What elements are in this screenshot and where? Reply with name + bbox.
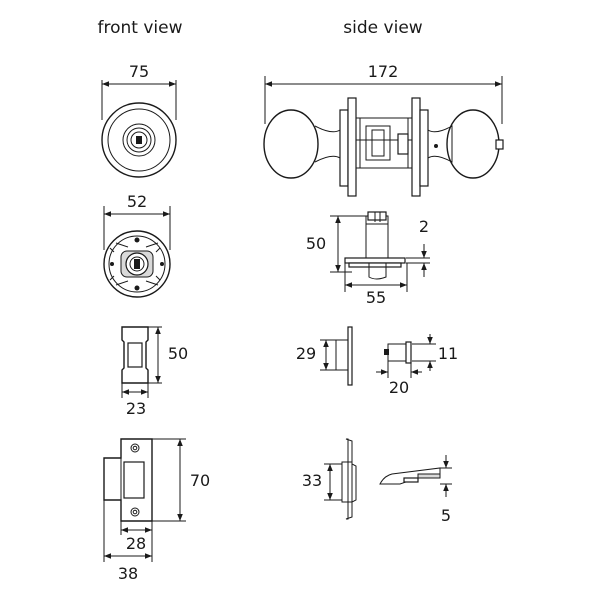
knob-side-view: 172 bbox=[263, 62, 504, 197]
latch-bolt-detail: 11 20 bbox=[376, 334, 458, 397]
latch-backset-label: 55 bbox=[366, 288, 386, 307]
latch-side-view: 50 2 55 bbox=[306, 211, 430, 307]
knob-front-width-label: 75 bbox=[129, 62, 149, 81]
strike-inner-width-label: 28 bbox=[126, 534, 146, 553]
strike-side-height-label: 33 bbox=[302, 471, 322, 490]
faceplate-width-label: 23 bbox=[126, 399, 146, 418]
front-view-heading: front view bbox=[98, 18, 183, 38]
latch-height-label: 50 bbox=[306, 234, 326, 253]
faceplate-side-height-label: 29 bbox=[296, 344, 316, 363]
side-view-heading: side view bbox=[343, 18, 422, 38]
knob-front-view: 75 bbox=[101, 62, 177, 178]
strike-lip-label: 5 bbox=[441, 506, 451, 525]
latch-bolt-depth-label: 11 bbox=[438, 344, 458, 363]
knob-side-length-label: 172 bbox=[368, 62, 399, 81]
strike-outer-width-label: 38 bbox=[118, 564, 138, 583]
faceplate-front-view: 50 23 bbox=[121, 326, 188, 418]
faceplate-height-label: 50 bbox=[168, 344, 188, 363]
strike-plate-front-view: 70 28 38 bbox=[103, 438, 210, 583]
faceplate-side-view: 29 bbox=[296, 326, 353, 386]
rose-front-view: 52 bbox=[103, 192, 171, 298]
latch-thickness-label: 2 bbox=[419, 217, 429, 236]
strike-plate-side-view: 33 bbox=[302, 438, 357, 520]
strike-lip-profile: 5 bbox=[379, 455, 452, 525]
strike-height-label: 70 bbox=[190, 471, 210, 490]
rose-width-label: 52 bbox=[127, 192, 147, 211]
latch-bolt-length-label: 20 bbox=[389, 378, 409, 397]
